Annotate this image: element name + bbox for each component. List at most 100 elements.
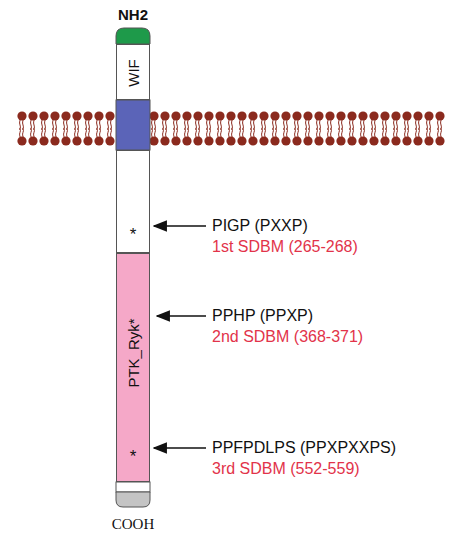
lipid-tail xyxy=(339,128,340,138)
lipid-head xyxy=(270,111,279,120)
domain-name: WIF xyxy=(126,59,141,87)
domain-name: PTK_Ryk* xyxy=(126,318,141,387)
c-terminal-cap xyxy=(116,492,150,507)
lipid-tail xyxy=(97,128,98,138)
motif-sequence: PPFPDLPS (PPXPXXPS) xyxy=(212,440,396,456)
c-terminal-segment xyxy=(116,482,150,492)
lipid-tail xyxy=(262,128,263,138)
lipid-head xyxy=(149,136,158,145)
lipid-head xyxy=(413,111,422,120)
lipid-head xyxy=(50,136,59,145)
lipid-head xyxy=(336,111,345,120)
lipid-head xyxy=(226,111,235,120)
lipid-tail xyxy=(75,128,76,138)
leader-arrow xyxy=(154,447,206,449)
lipid-head xyxy=(325,136,334,145)
terminus-label: NH2 xyxy=(118,7,148,22)
lipid-head xyxy=(369,136,378,145)
motif-position: 1st SDBM (265-268) xyxy=(212,239,358,255)
lipid-head xyxy=(325,111,334,120)
leader-arrow xyxy=(157,315,206,317)
n-terminal-cap xyxy=(116,28,150,44)
lipid-head xyxy=(39,136,48,145)
lipid-tail xyxy=(31,128,32,138)
lipid-head xyxy=(435,136,444,145)
juxtamembrane-region: * xyxy=(116,150,150,253)
lipid-tail xyxy=(218,128,219,138)
lipid-head xyxy=(215,136,224,145)
lipid-head xyxy=(336,136,345,145)
lipid-head xyxy=(391,111,400,120)
lipid-tail xyxy=(108,128,109,138)
lipid-head xyxy=(83,136,92,145)
lipid-tail xyxy=(53,128,54,138)
lipid-tail xyxy=(427,128,428,138)
lipid-head xyxy=(259,136,268,145)
wif-domain: WIF xyxy=(116,44,150,100)
lipid-head xyxy=(281,111,290,120)
lipid-head xyxy=(17,136,26,145)
lipid-tail xyxy=(405,128,406,138)
lipid-head xyxy=(402,111,411,120)
lipid-head xyxy=(358,111,367,120)
lipid-head xyxy=(424,136,433,145)
lipid-tail xyxy=(372,128,373,138)
lipid-tail xyxy=(20,128,21,138)
lipid-tail xyxy=(251,128,252,138)
lipid-head xyxy=(347,111,356,120)
lipid-tail xyxy=(295,128,296,138)
lipid-tail xyxy=(152,128,153,138)
lipid-head xyxy=(248,136,257,145)
lipid-head xyxy=(237,111,246,120)
lipid-head xyxy=(193,111,202,120)
motif-marker: * xyxy=(130,448,137,465)
lipid-head xyxy=(259,111,268,120)
lipid-tail xyxy=(306,128,307,138)
lipid-head xyxy=(347,136,356,145)
lipid-head xyxy=(237,136,246,145)
lipid-tail xyxy=(240,128,241,138)
lipid-head xyxy=(17,111,26,120)
lipid-head xyxy=(314,111,323,120)
lipid-head xyxy=(39,111,48,120)
lipid-tail xyxy=(328,128,329,138)
lipid-head xyxy=(292,136,301,145)
lipid-head xyxy=(402,136,411,145)
lipid-tail xyxy=(163,128,164,138)
lipid-tail xyxy=(350,128,351,138)
lipid-head xyxy=(182,111,191,120)
lipid-head xyxy=(105,136,114,145)
lipid-head xyxy=(413,136,422,145)
lipid-head xyxy=(303,136,312,145)
lipid-head xyxy=(182,136,191,145)
lipid-tail xyxy=(394,128,395,138)
lipid-head xyxy=(204,136,213,145)
lipid-head xyxy=(105,111,114,120)
lipid-head xyxy=(61,111,70,120)
lipid-head xyxy=(369,111,378,120)
lipid-head xyxy=(171,136,180,145)
lipid-head xyxy=(204,111,213,120)
lipid-tail xyxy=(273,128,274,138)
lipid-head xyxy=(270,136,279,145)
lipid-tail xyxy=(86,128,87,138)
lipid-head xyxy=(292,111,301,120)
leader-arrow xyxy=(154,225,206,227)
lipid-head xyxy=(72,136,81,145)
lipid-head xyxy=(160,111,169,120)
motif-sequence: PIGP (PXXP) xyxy=(212,218,308,234)
lipid-tail xyxy=(207,128,208,138)
lipid-head xyxy=(83,111,92,120)
lipid-head xyxy=(160,136,169,145)
lipid-head xyxy=(28,111,37,120)
motif-position: 2nd SDBM (368-371) xyxy=(212,329,363,345)
lipid-tail xyxy=(438,128,439,138)
lipid-head xyxy=(50,111,59,120)
lipid-head xyxy=(226,136,235,145)
lipid-tail xyxy=(416,128,417,138)
lipid-head xyxy=(303,111,312,120)
lipid-tail xyxy=(64,128,65,138)
lipid-tail xyxy=(196,128,197,138)
lipid-tail xyxy=(383,128,384,138)
